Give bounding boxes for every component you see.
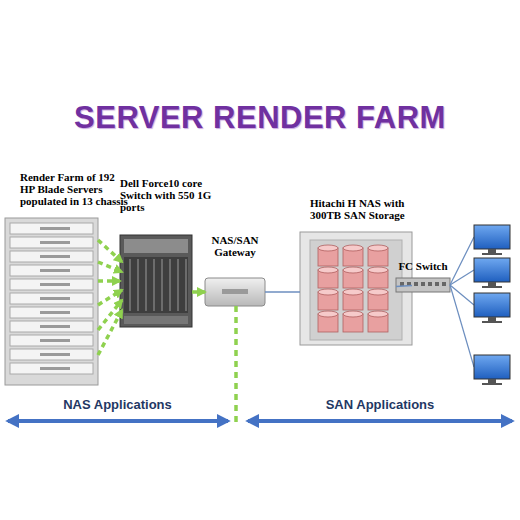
region-label: NAS Applications bbox=[5, 397, 230, 412]
device-label: NAS/SAN Gateway bbox=[207, 234, 263, 258]
device-node: NAS/SAN Gateway bbox=[205, 278, 265, 306]
device-node: Render Farm of 192 HP Blade Servers popu… bbox=[5, 218, 98, 385]
device-node: Hitachi H NAS with 300TB SAN Storage bbox=[300, 232, 412, 345]
span-arrow bbox=[248, 419, 512, 423]
link-connector bbox=[192, 290, 205, 294]
fc-switch bbox=[396, 278, 450, 292]
link-connector bbox=[98, 279, 120, 283]
device-label: FC Switch bbox=[392, 260, 454, 272]
core-switch bbox=[120, 235, 192, 327]
divider-line bbox=[234, 306, 238, 426]
device-label: Render Farm of 192 HP Blade Servers popu… bbox=[20, 171, 128, 207]
device-label: Dell Force10 core Switch with 550 1G por… bbox=[120, 177, 234, 213]
server-rack bbox=[5, 218, 98, 385]
gateway-box bbox=[205, 278, 265, 306]
monitor bbox=[474, 225, 510, 385]
span-arrow bbox=[8, 419, 228, 423]
diagram-title: SERVER RENDER FARM bbox=[0, 100, 520, 136]
fc-wires bbox=[450, 237, 474, 367]
device-node: FC Switch bbox=[396, 278, 450, 292]
data-flow-arrows bbox=[98, 240, 122, 355]
device-node: Dell Force10 core Switch with 550 1G por… bbox=[120, 235, 192, 327]
storage-array bbox=[300, 232, 412, 345]
link-connector bbox=[265, 291, 300, 293]
region-label: SAN Applications bbox=[245, 397, 515, 412]
device-label: Hitachi H NAS with 300TB SAN Storage bbox=[310, 197, 406, 221]
link-connector bbox=[396, 285, 412, 287]
